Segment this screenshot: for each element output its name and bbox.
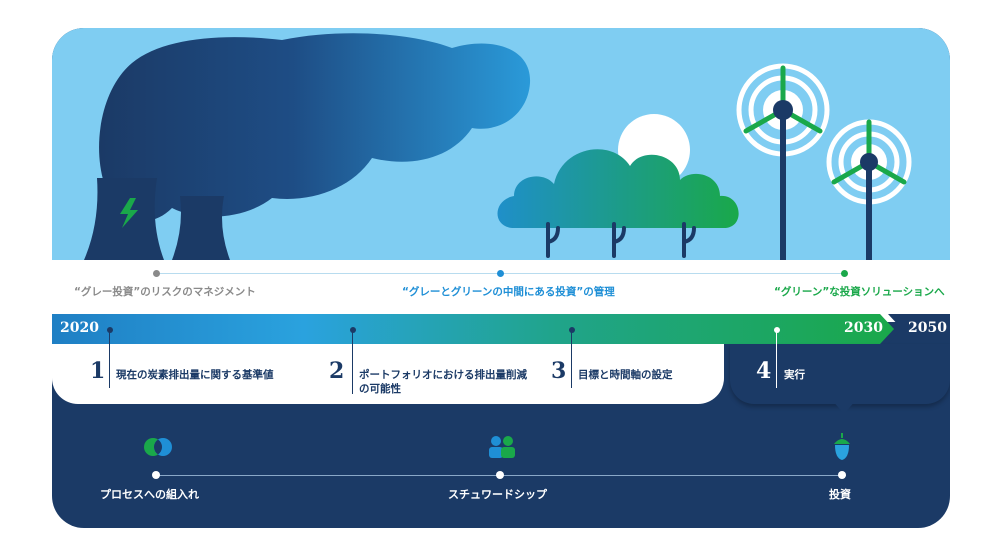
step-4-label: 実行 bbox=[784, 369, 805, 381]
step-1-label: 現在の炭素排出量に関する基準値 bbox=[116, 369, 274, 381]
year-2020: 2020 bbox=[60, 320, 99, 336]
people-icon bbox=[489, 436, 515, 458]
pillar-3-label: 投資 bbox=[829, 488, 851, 501]
year-2030: 2030 bbox=[844, 320, 883, 336]
execution-pointer bbox=[832, 400, 856, 414]
year-2050: 2050 bbox=[908, 320, 947, 336]
timeline-bar bbox=[52, 314, 950, 344]
step-2-number: 2 bbox=[329, 358, 345, 384]
smoke-cloud bbox=[99, 33, 531, 221]
stage-label-blue: “グレーとグリーンの中間にある投資”の管理 bbox=[402, 286, 615, 298]
pillar-1-dot bbox=[152, 471, 160, 479]
step-4-marker bbox=[774, 327, 780, 333]
execution-panel bbox=[730, 344, 950, 404]
wind-turbine-small bbox=[826, 119, 912, 260]
cooling-tower-right bbox=[172, 196, 230, 260]
step-3-tick bbox=[571, 330, 572, 388]
pillar-1-label: プロセスへの組入れ bbox=[100, 488, 199, 501]
step-1-marker bbox=[107, 327, 113, 333]
wind-turbine-large bbox=[736, 63, 830, 260]
acorn-icon bbox=[834, 433, 850, 460]
scene-illustration bbox=[84, 33, 912, 260]
pillar-3-dot bbox=[838, 471, 846, 479]
lightning-icon bbox=[120, 198, 138, 228]
step-2-label-line2: の可能性 bbox=[359, 383, 401, 395]
tree-cloud bbox=[497, 149, 739, 228]
overlap-circles-icon bbox=[144, 438, 172, 456]
cooling-tower-left bbox=[84, 178, 164, 260]
step-1-number: 1 bbox=[90, 358, 106, 384]
step-2-tick bbox=[352, 330, 353, 394]
stage-label-grey: “グレー投資”のリスクのマネジメント bbox=[74, 286, 256, 298]
pillar-2-dot bbox=[496, 471, 504, 479]
infographic-card: “グレー投資”のリスクのマネジメント “グレーとグリーンの中間にある投資”の管理… bbox=[52, 28, 950, 528]
stage-label-green: “グリーン”な投資ソリューションへ bbox=[774, 286, 945, 298]
steps-panel bbox=[52, 344, 724, 404]
step-2-marker bbox=[350, 327, 356, 333]
stage-dot-blue bbox=[497, 270, 504, 277]
stage-dot-grey bbox=[153, 270, 160, 277]
step-3-label: 目標と時間軸の設定 bbox=[578, 369, 673, 381]
step-4-number: 4 bbox=[756, 358, 772, 384]
step-3-number: 3 bbox=[551, 358, 567, 384]
step-2-label-line1: ポートフォリオにおける排出量削減 bbox=[359, 369, 527, 381]
step-4-tick bbox=[776, 330, 777, 388]
tree-trunks bbox=[546, 222, 696, 258]
step-1-tick bbox=[109, 330, 110, 388]
step-3-marker bbox=[569, 327, 575, 333]
stage-dot-green bbox=[841, 270, 848, 277]
pillar-2-label: スチュワードシップ bbox=[448, 488, 547, 501]
